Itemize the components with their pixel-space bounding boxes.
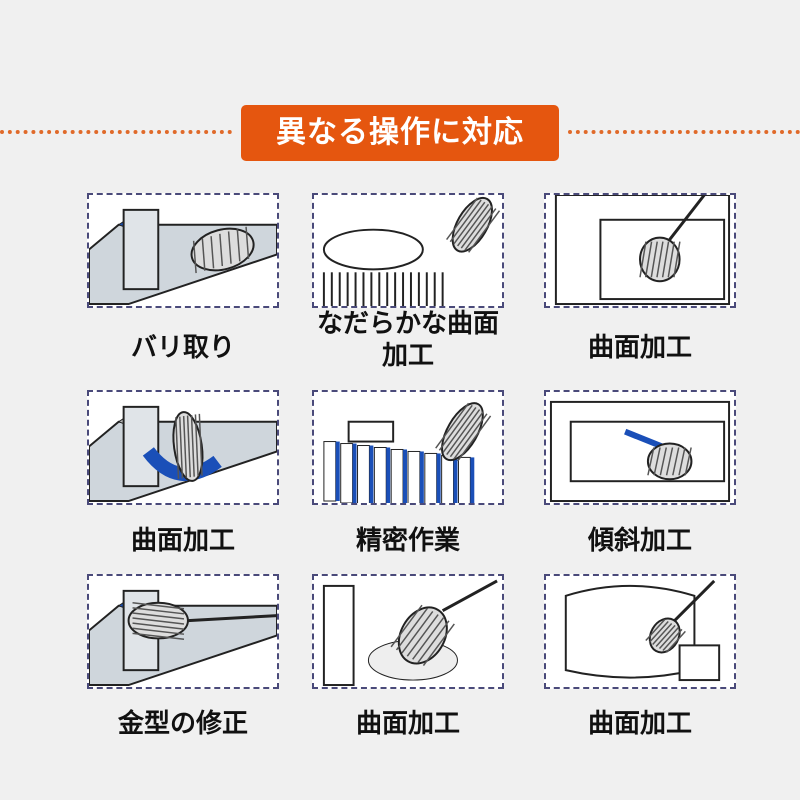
usage-label: 曲面加工 <box>587 709 692 739</box>
usage-illustration <box>544 193 736 308</box>
usage-label: バリ取り <box>130 333 235 363</box>
usage-label: 金型の修正 <box>117 709 248 739</box>
usage-illustration <box>312 193 504 308</box>
page-title: 異なる操作に対応 <box>241 105 559 161</box>
usage-label: 曲面加工 <box>130 526 235 556</box>
usage-label: なだらかな曲面加工 <box>316 309 499 371</box>
usage-illustration <box>87 193 279 308</box>
divider-right <box>568 130 800 134</box>
usage-illustration <box>544 390 736 505</box>
usage-label: 精密作業 <box>355 526 460 556</box>
usage-illustration <box>87 390 279 505</box>
divider-left <box>0 130 232 134</box>
usage-illustration <box>312 574 504 689</box>
usage-label: 傾斜加工 <box>587 526 692 556</box>
usage-illustration <box>312 390 504 505</box>
usage-label: 曲面加工 <box>587 333 692 363</box>
usage-illustration <box>544 574 736 689</box>
usage-label: 曲面加工 <box>355 709 460 739</box>
usage-illustration <box>87 574 279 689</box>
